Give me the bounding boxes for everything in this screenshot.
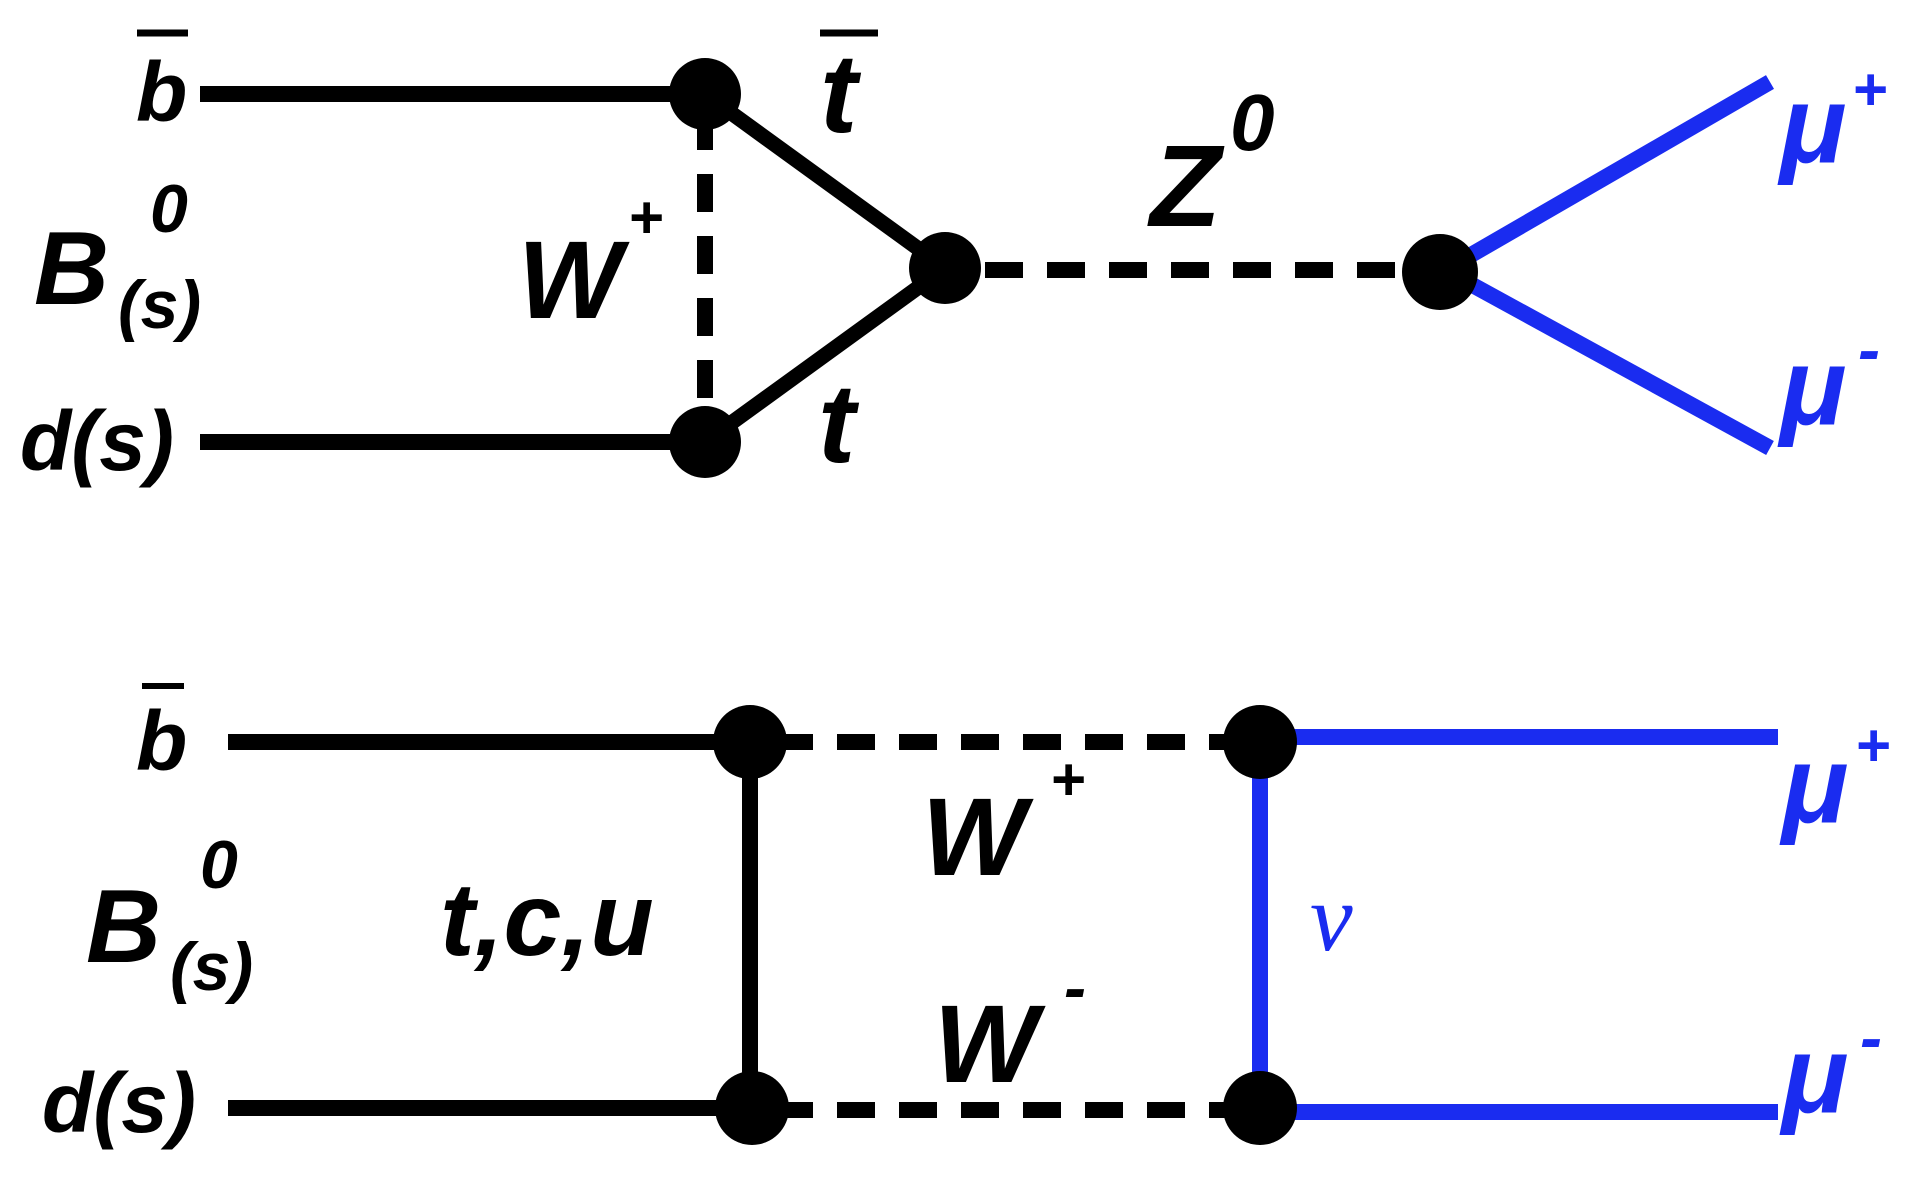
penguin-w-label: W — [518, 219, 630, 342]
penguin-z-superscript: 0 — [1230, 78, 1275, 167]
box-vertex-top-right — [1223, 705, 1297, 779]
penguin-mu-minus-superscript: - — [1858, 312, 1880, 386]
penguin-vertex-z — [909, 232, 981, 304]
penguin-mu-minus-label: μ — [1777, 325, 1846, 448]
box-mu-plus-label: μ — [1779, 723, 1848, 846]
box-w-minus-label: W — [934, 983, 1046, 1106]
penguin-z-label: Z — [1147, 121, 1225, 251]
box-w-plus-superscript: + — [1050, 746, 1085, 813]
box-mu-minus-label: μ — [1779, 1013, 1848, 1136]
box-neutrino-label: ν — [1310, 864, 1353, 971]
box-mu-plus-superscript: + — [1855, 712, 1890, 779]
box-diagram: b B 0 (s) d(s) t,c,u W + W - ν μ + μ - — [42, 683, 1890, 1150]
penguin-w-superscript: + — [628, 184, 663, 251]
box-w-plus-label: W — [922, 776, 1034, 899]
penguin-t-bar-line — [697, 86, 953, 276]
box-meson-label: B — [86, 869, 161, 985]
penguin-mu-minus-line — [1441, 262, 1774, 456]
penguin-t-line — [697, 260, 953, 450]
box-meson-subscript: (s) — [170, 929, 253, 1005]
box-vertex-bottom-right — [1223, 1071, 1297, 1145]
penguin-meson-label: B — [34, 211, 109, 327]
box-vertex-top-left — [713, 705, 787, 779]
penguin-mu-plus-line — [1440, 75, 1775, 277]
penguin-diagram: b B 0 (s) d(s) W + t t Z 0 μ + μ - — [20, 29, 1887, 488]
penguin-t-label: t — [818, 361, 860, 486]
penguin-d-s-label: d(s) — [20, 394, 174, 488]
penguin-mu-plus-label: μ — [1777, 63, 1846, 186]
penguin-vertex-top — [669, 58, 741, 130]
box-mu-minus-superscript: - — [1860, 1000, 1882, 1074]
penguin-vertex-mu — [1402, 234, 1478, 310]
box-internal-quarks-label: t,c,u — [440, 862, 654, 978]
penguin-t-bar-label: t — [820, 31, 862, 156]
box-w-minus-superscript: - — [1064, 950, 1086, 1024]
box-b-bar-label: b — [136, 694, 187, 788]
box-vertex-bottom-left — [715, 1071, 789, 1145]
penguin-b-bar-label: b — [136, 45, 187, 139]
penguin-meson-superscript: 0 — [150, 171, 188, 247]
penguin-meson-subscript: (s) — [118, 267, 201, 343]
box-d-s-label: d(s) — [42, 1056, 196, 1150]
penguin-mu-plus-superscript: + — [1852, 56, 1887, 123]
box-meson-superscript: 0 — [200, 827, 238, 903]
penguin-vertex-bottom — [669, 406, 741, 478]
